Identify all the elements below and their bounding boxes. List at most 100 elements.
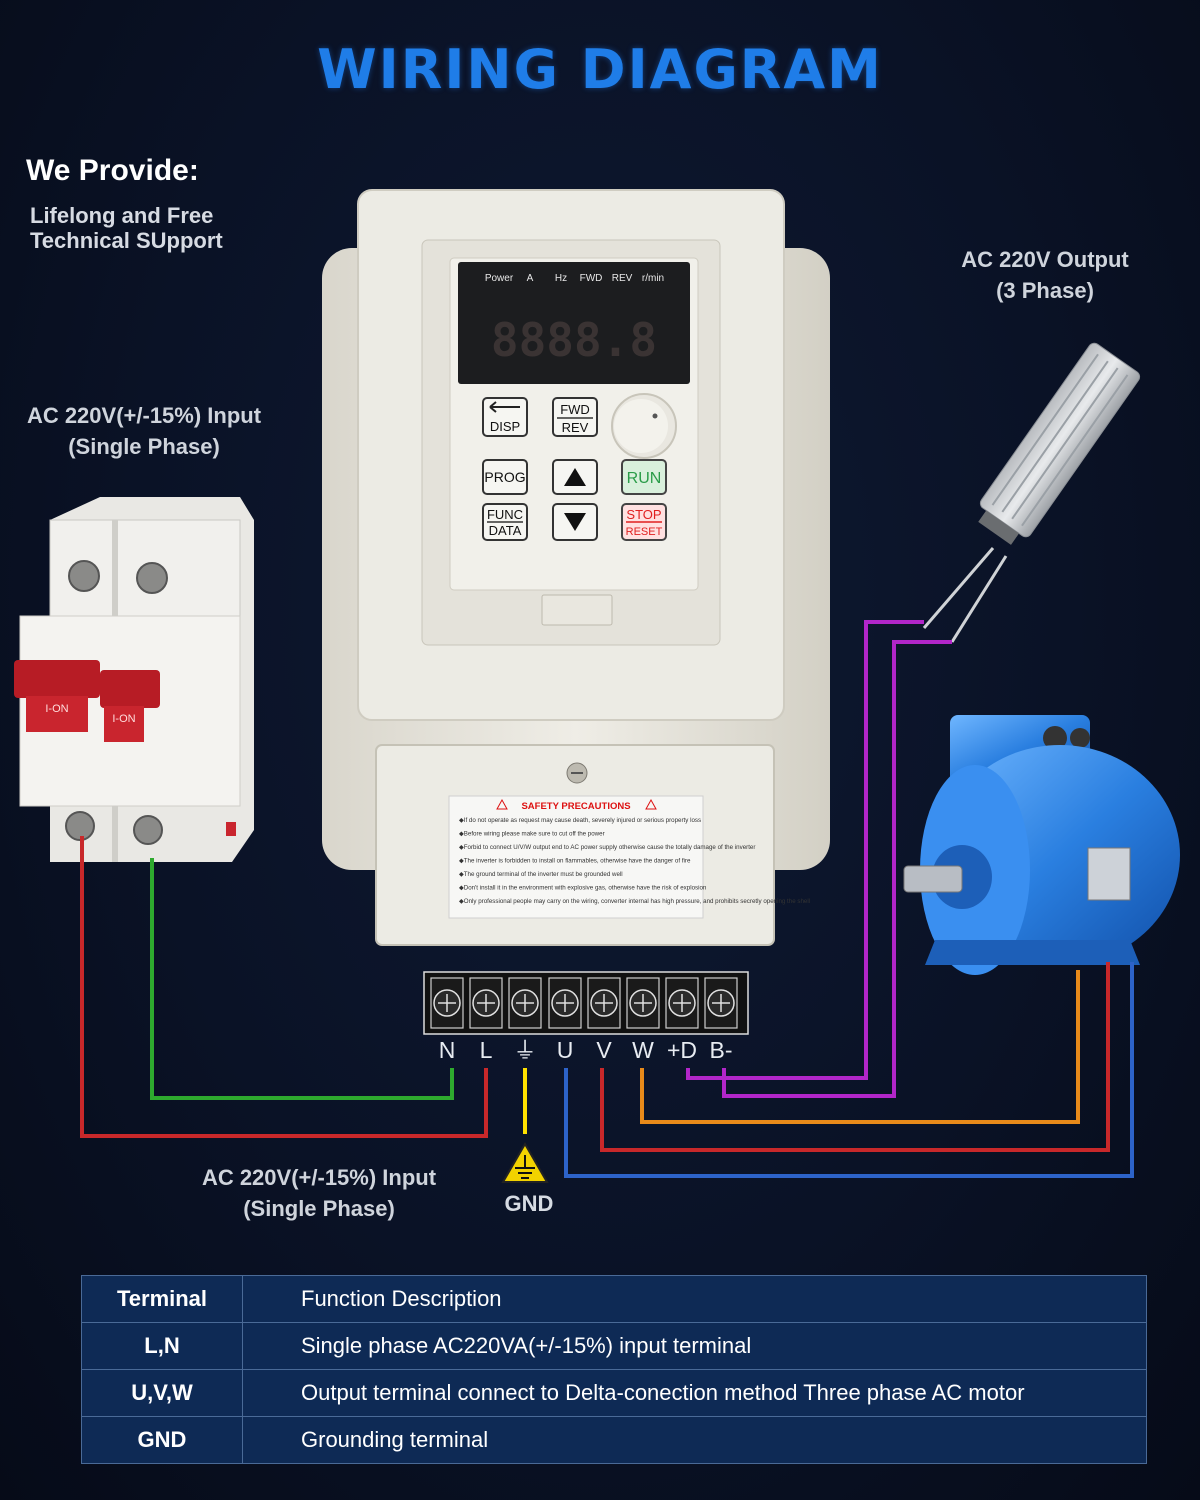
table-row: L,N Single phase AC220VA(+/-15%) input t… xyxy=(81,1322,1147,1370)
down-button[interactable] xyxy=(552,503,598,541)
run-label: RUN xyxy=(627,470,662,487)
input-caption-top-line1: AC 220V(+/-15%) Input xyxy=(26,403,262,428)
breaker-switch-right[interactable]: I-ON xyxy=(100,670,160,742)
prog-label: PROG xyxy=(484,469,525,485)
ground-warning-icon xyxy=(501,1142,549,1183)
screw-icon xyxy=(68,560,100,592)
header-terminal: Terminal xyxy=(81,1275,243,1323)
table-row: U,V,W Output terminal connect to Delta-c… xyxy=(81,1369,1147,1417)
disp-button[interactable]: DISP xyxy=(482,397,528,437)
data-label: DATA xyxy=(489,523,522,538)
breaker-switch-left[interactable]: I-ON xyxy=(14,660,100,732)
terminal-function-table: Terminal Function Description L,N Single… xyxy=(81,1275,1147,1464)
safety-text: ◆If do not operate as request may cause … xyxy=(459,817,810,905)
table-row: GND Grounding terminal xyxy=(81,1416,1147,1464)
terminal-label: ⏚ xyxy=(514,1037,537,1063)
func-data-button[interactable]: FUNC DATA xyxy=(482,503,528,541)
screw-icon xyxy=(133,815,163,845)
run-button[interactable]: RUN xyxy=(621,459,667,495)
breaker-on-label-right: I-ON xyxy=(112,713,135,725)
header-description: Function Description xyxy=(242,1275,1147,1323)
display-indicator-label: Power xyxy=(485,273,514,284)
stop-label: STOP xyxy=(626,507,661,522)
input-caption-top: AC 220V(+/-15%) Input (Single Phase) xyxy=(12,400,276,462)
disp-button-label: DISP xyxy=(490,419,520,434)
wires xyxy=(80,620,1134,1178)
screw-icon xyxy=(136,562,168,594)
reset-label: RESET xyxy=(626,526,663,538)
up-arrow-icon xyxy=(564,468,586,486)
wire-magenta-d xyxy=(686,620,924,1080)
wire-green-n xyxy=(150,858,454,1100)
input-caption-bottom-line2: (Single Phase) xyxy=(243,1196,395,1221)
input-caption-bottom: AC 220V(+/-15%) Input (Single Phase) xyxy=(180,1162,458,1224)
display-indicator-label: r/min xyxy=(642,273,664,284)
table-header-row: Terminal Function Description xyxy=(81,1275,1147,1323)
wire-orange-w xyxy=(640,970,1080,1124)
wire-magenta-b xyxy=(722,640,952,1098)
braking-resistor xyxy=(922,342,1141,643)
terminal-label: W xyxy=(632,1037,654,1063)
safety-label xyxy=(448,795,704,919)
row-description: Single phase AC220VA(+/-15%) input termi… xyxy=(242,1322,1147,1370)
gnd-caption: GND xyxy=(505,1191,554,1216)
wire-red-v xyxy=(600,962,1110,1152)
wire-red-l xyxy=(80,836,488,1138)
terminal-label: B- xyxy=(710,1037,733,1063)
page-title: WIRING DIAGRAM xyxy=(317,38,883,101)
up-button[interactable] xyxy=(552,459,598,495)
terminal-block xyxy=(423,971,749,1035)
output-caption-line1: AC 220V Output xyxy=(961,247,1129,272)
display-indicator-labels: Power A Hz FWD REV r/min xyxy=(485,273,664,284)
wire-blue-u xyxy=(564,962,1134,1178)
terminal-label: +D xyxy=(667,1037,697,1063)
row-description: Grounding terminal xyxy=(242,1416,1147,1464)
three-phase-motor xyxy=(903,715,1180,975)
circuit-breaker: I-ON I-ON xyxy=(14,497,254,862)
rev-label: REV xyxy=(562,420,589,435)
display-digits: 8888.8 xyxy=(491,313,657,367)
terminal-label: U xyxy=(557,1037,574,1063)
safety-line: ◆Forbid to connect U/V/W output end to A… xyxy=(459,844,755,851)
we-provide-heading: We Provide: xyxy=(26,154,199,187)
stop-reset-button[interactable]: STOP RESET xyxy=(621,503,667,541)
safety-line: ◆The ground terminal of the inverter mus… xyxy=(459,871,623,878)
row-terminal: U,V,W xyxy=(81,1369,243,1417)
safety-line: ◆If do not operate as request may cause … xyxy=(459,817,701,824)
down-arrow-icon xyxy=(564,513,586,531)
terminal-label: N xyxy=(439,1037,456,1063)
breaker-on-label-left: I-ON xyxy=(45,703,68,715)
row-terminal: L,N xyxy=(81,1322,243,1370)
display-indicator-label: A xyxy=(527,273,534,284)
inverter-display xyxy=(458,262,690,384)
safety-line: ◆Don't install it in the environment wit… xyxy=(459,885,707,892)
display-indicator-label: FWD xyxy=(580,273,603,284)
display-indicator-label: REV xyxy=(612,273,633,284)
screw-icon xyxy=(65,811,95,841)
panel-latch xyxy=(541,594,613,626)
input-caption-bottom-line1: AC 220V(+/-15%) Input xyxy=(201,1165,437,1190)
fwd-rev-button[interactable]: FWD REV xyxy=(552,397,598,437)
row-description: Output terminal connect to Delta-conecti… xyxy=(242,1369,1147,1417)
prog-button[interactable]: PROG xyxy=(482,459,528,495)
safety-line: ◆Only professional people may carry on t… xyxy=(459,898,810,905)
nameplate xyxy=(1087,847,1131,901)
safety-line: ◆Before wiring please make sure to cut o… xyxy=(459,831,605,838)
input-caption-top-line2: (Single Phase) xyxy=(68,434,220,459)
warning-icon xyxy=(496,798,657,810)
speed-knob[interactable] xyxy=(611,393,677,459)
row-terminal: GND xyxy=(81,1416,243,1464)
provide-line-1: Lifelong and Free xyxy=(30,203,214,228)
terminal-label: L xyxy=(480,1037,493,1063)
safety-line: ◆The inverter is forbidden to install on… xyxy=(459,858,691,865)
fwd-label: FWD xyxy=(560,402,590,417)
output-caption-line2: (3 Phase) xyxy=(996,278,1094,303)
provide-line-2: Technical SUpport xyxy=(30,228,223,253)
display-indicator-label: Hz xyxy=(555,273,567,284)
left-arrow-icon xyxy=(489,401,520,413)
func-label: FUNC xyxy=(487,507,523,522)
safety-title: SAFETY PRECAUTIONS xyxy=(521,801,630,812)
